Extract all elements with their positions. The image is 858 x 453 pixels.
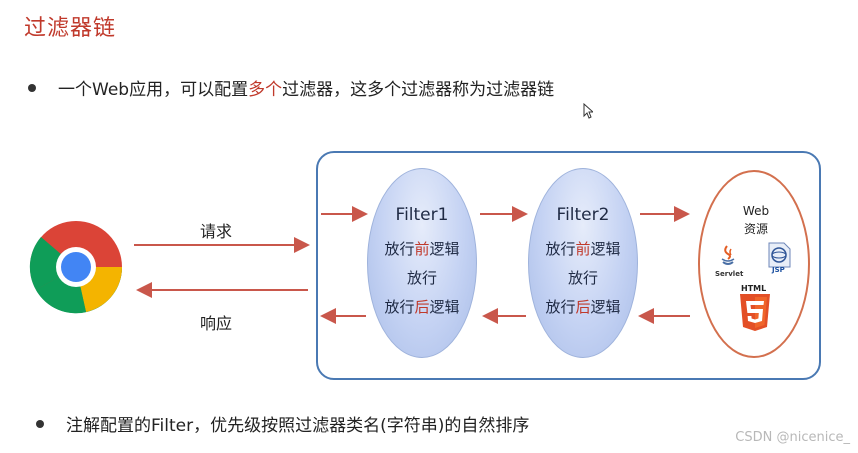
- filter1-pass: 放行: [406, 269, 437, 287]
- jsp-label: JSP: [772, 266, 785, 274]
- filter1-post-logic: 放行后逻辑: [384, 298, 460, 316]
- bullet1-highlight: 多个: [248, 80, 283, 100]
- filter2-pre-logic: 放行前逻辑: [545, 240, 621, 258]
- filter1-pre-logic: 放行前逻辑: [384, 240, 460, 258]
- filter2-title: Filter2: [556, 205, 610, 225]
- web-resource-title: Web: [742, 204, 770, 218]
- filter1-node: Filter1 放行前逻辑 放行 放行后逻辑: [367, 168, 477, 358]
- filter2-post-logic: 放行后逻辑: [545, 298, 621, 316]
- bullet2-text: 注解配置的Filter，优先级按照过滤器类名(字符串)的自然排序: [66, 416, 530, 436]
- web-resource-subtitle: 资源: [743, 222, 768, 236]
- filter2-node: Filter2 放行前逻辑 放行 放行后逻辑: [528, 168, 638, 358]
- web-resource-node: Web 资源 Servlet JSP HTML: [698, 170, 810, 358]
- bullet1-prefix: 一个Web应用，可以配置: [58, 80, 249, 100]
- bullet-dot: [36, 419, 44, 428]
- bullet-multiple-filters: 一个Web应用，可以配置多个过滤器，这多个过滤器称为过滤器链: [28, 75, 554, 100]
- response-label: 响应: [200, 314, 233, 333]
- html5-label: HTML: [741, 284, 767, 293]
- chrome-browser-icon: [29, 221, 123, 314]
- request-label: 请求: [200, 222, 233, 241]
- filter-chain-box: [316, 151, 821, 380]
- filter2-pass: 放行: [567, 269, 598, 287]
- mouse-cursor-icon: [583, 103, 593, 119]
- bullet-dot: [28, 83, 36, 92]
- html5-icon: [740, 294, 770, 331]
- servlet-java-icon: [721, 245, 735, 265]
- page-title: 过滤器链: [24, 16, 117, 41]
- filter1-title: Filter1: [395, 205, 449, 225]
- watermark: CSDN @nicenice_: [735, 430, 850, 445]
- bullet1-suffix: 过滤器，这多个过滤器称为过滤器链: [282, 80, 555, 100]
- servlet-label: Servlet: [715, 270, 744, 278]
- jsp-icon: [768, 242, 791, 268]
- bullet-annotation-order: 注解配置的Filter，优先级按照过滤器类名(字符串)的自然排序: [36, 411, 529, 436]
